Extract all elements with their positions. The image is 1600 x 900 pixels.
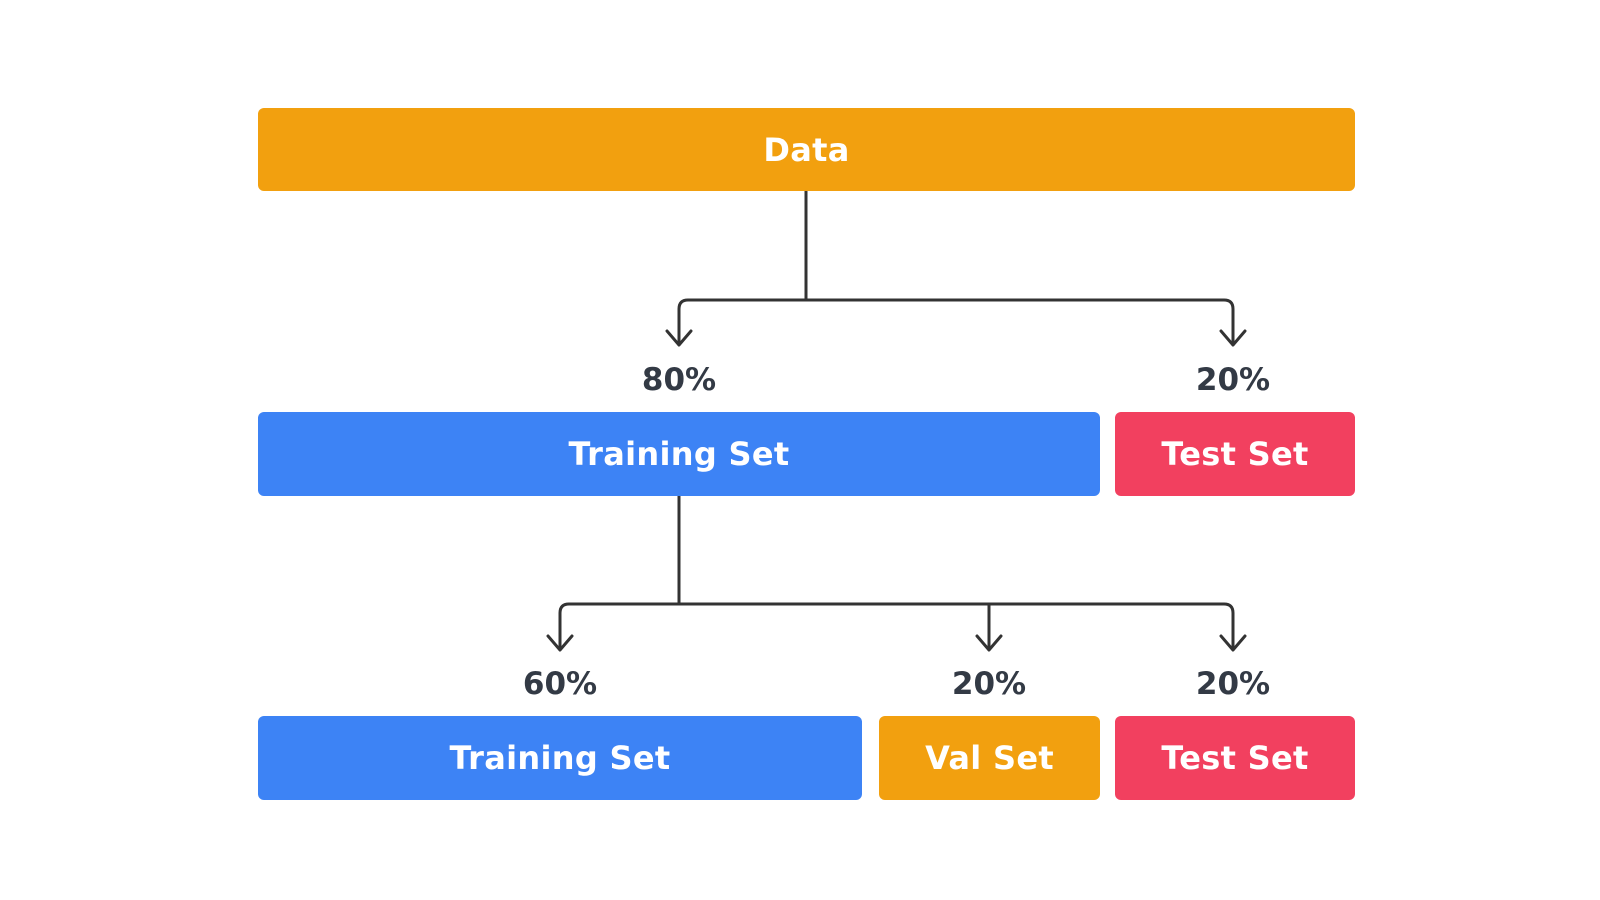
test-set-box: Test Set (1115, 412, 1355, 496)
training-set-label-2: Training Set (449, 739, 671, 777)
test-pct-label-2: 20% (1195, 666, 1271, 702)
test-pct-label: 20% (1195, 362, 1271, 398)
test-set-label-2: Test Set (1161, 739, 1309, 777)
val-pct-label: 20% (951, 666, 1027, 702)
arrow-60pct-icon (546, 634, 574, 652)
arrow-20pct-test2-icon (1219, 634, 1247, 652)
training-pct-label: 80% (641, 362, 717, 398)
data-label: Data (763, 130, 850, 169)
training-pct-label-2: 60% (522, 666, 598, 702)
data-box: Data (258, 108, 1355, 191)
arrow-20pct-test-icon (1219, 329, 1247, 347)
val-set-box: Val Set (879, 716, 1100, 800)
test-set-box-2: Test Set (1115, 716, 1355, 800)
training-set-box-2: Training Set (258, 716, 862, 800)
training-set-label: Training Set (568, 435, 790, 473)
connector-split1-bar (677, 298, 1235, 345)
arrow-80pct-icon (665, 329, 693, 347)
test-set-label: Test Set (1161, 435, 1309, 473)
val-set-label: Val Set (925, 739, 1054, 777)
connector-split2-bar (558, 602, 1235, 650)
training-set-box: Training Set (258, 412, 1100, 496)
arrow-20pct-val-icon (975, 634, 1003, 652)
